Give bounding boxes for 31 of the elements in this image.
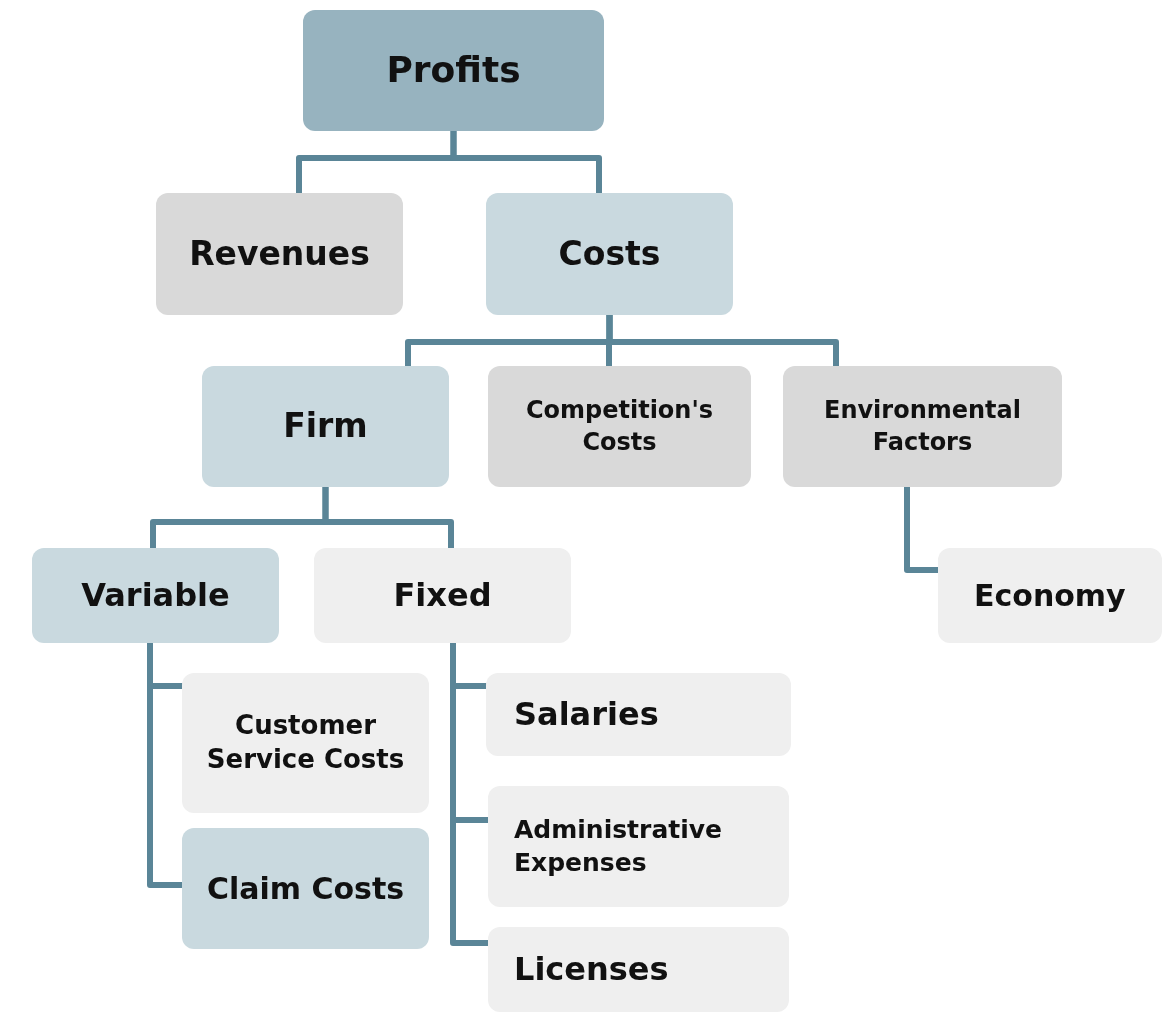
category-box: [303, 10, 604, 131]
node-label: Economy: [974, 577, 1126, 615]
node-label: Revenues: [189, 232, 370, 275]
category-box: [783, 366, 1062, 487]
category-box: [488, 786, 789, 907]
node-label: Competition's Costs: [524, 395, 715, 458]
node-label: Licenses: [514, 948, 669, 990]
node-label: Environmental Factors: [823, 395, 1022, 458]
node-label: Claim Costs: [206, 870, 405, 908]
connector-line: [322, 484, 454, 551]
category-box: [32, 548, 279, 643]
node-label: Costs: [558, 232, 661, 275]
category-box: [182, 673, 429, 813]
connector-line: [450, 128, 602, 196]
category-box: [182, 828, 429, 949]
category-box: [314, 548, 571, 643]
category-box: [202, 366, 449, 487]
connector-line: [606, 312, 839, 369]
node-label: Fixed: [393, 574, 492, 616]
node-label: Salaries: [514, 693, 659, 735]
category-box: [156, 193, 403, 315]
category-box: [938, 548, 1162, 643]
category-box: [486, 193, 733, 315]
node-label: Profits: [386, 48, 521, 93]
category-box: [488, 366, 751, 487]
category-box: [488, 927, 789, 1012]
node-label: Customer Service Costs: [205, 709, 406, 776]
node-label: Firm: [283, 405, 368, 448]
node-label: Administrative Expenses: [514, 814, 724, 879]
category-box: [486, 673, 791, 756]
node-label: Variable: [81, 574, 230, 616]
